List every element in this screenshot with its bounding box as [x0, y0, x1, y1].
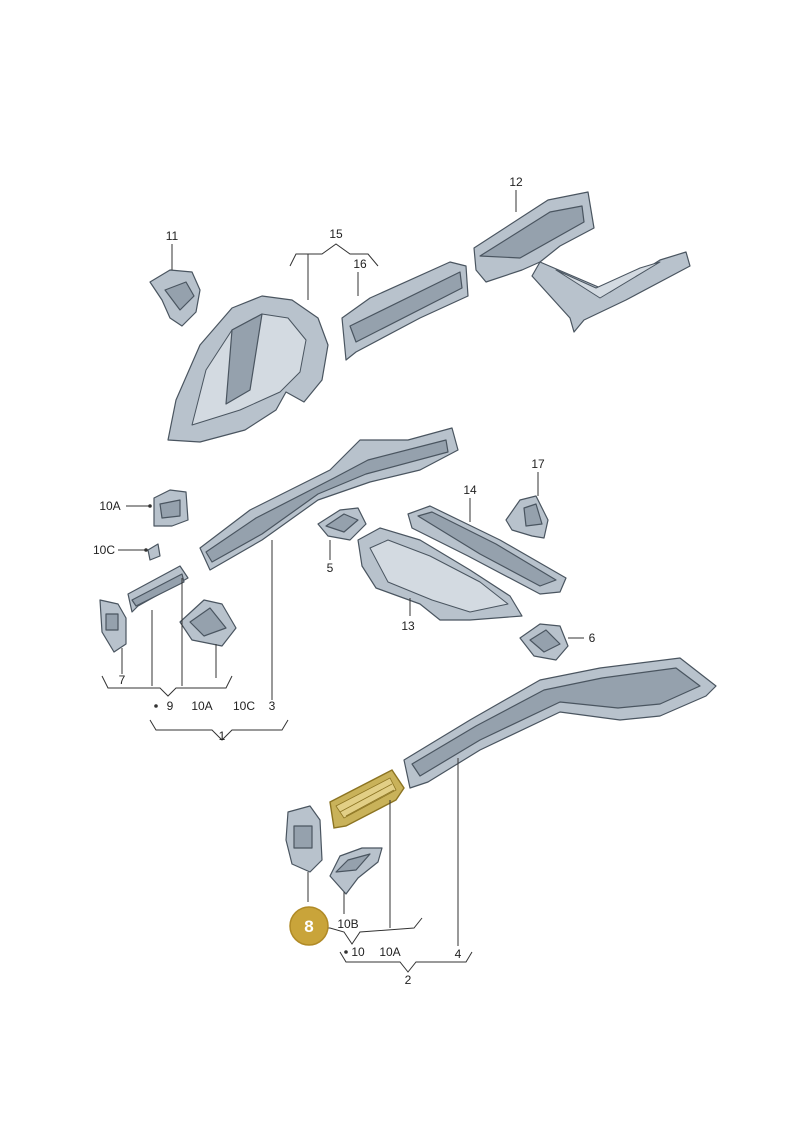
callout-10b[interactable]: 10B — [337, 917, 358, 931]
part-10a-bracket-mid[interactable] — [179, 599, 237, 647]
callout-10a-low[interactable]: 10A — [379, 945, 400, 959]
part-10c-clip-upper[interactable] — [147, 543, 161, 561]
callout-1[interactable]: 1 — [219, 729, 226, 743]
callout-10[interactable]: 10 — [351, 945, 365, 959]
highlight-badge[interactable]: 8 — [289, 906, 329, 946]
part-15-wheel-arch[interactable] — [167, 295, 329, 443]
callout-10c-mid[interactable]: 10C — [233, 699, 255, 713]
part-5-bracket[interactable] — [317, 507, 367, 541]
part-6-bracket[interactable] — [519, 623, 569, 661]
callout-labels: 11 15 16 12 10A 10C 5 14 17 13 6 7 9 10A… — [93, 175, 596, 987]
callout-12[interactable]: 12 — [509, 175, 523, 189]
callout-7[interactable]: 7 — [119, 673, 126, 687]
callout-5[interactable]: 5 — [327, 561, 334, 575]
part-14-cross-member[interactable] — [407, 505, 567, 595]
leader-arrowheads — [144, 504, 348, 954]
part-10a-bracket-upper[interactable] — [153, 489, 189, 527]
callout-4[interactable]: 4 — [455, 947, 462, 961]
callout-10c-top[interactable]: 10C — [93, 543, 115, 557]
leader-lines — [101, 190, 584, 973]
callout-6[interactable]: 6 — [589, 631, 596, 645]
part-4-longitudinal[interactable] — [403, 657, 717, 789]
part-13-floor-section[interactable] — [357, 527, 523, 621]
part-17-bracket[interactable] — [505, 495, 549, 539]
part-16-side-member[interactable] — [341, 261, 469, 361]
callout-17[interactable]: 17 — [531, 457, 545, 471]
part-9-bracket-rail[interactable] — [127, 565, 189, 613]
callout-2[interactable]: 2 — [405, 973, 412, 987]
callout-14[interactable]: 14 — [463, 483, 477, 497]
callout-9[interactable]: 9 — [167, 699, 174, 713]
callout-10a-mid[interactable]: 10A — [191, 699, 212, 713]
callout-11[interactable]: 11 — [166, 229, 179, 243]
callout-10a-top[interactable]: 10A — [99, 499, 120, 513]
part-12-rear-frame[interactable] — [473, 191, 691, 333]
callout-15[interactable]: 15 — [329, 227, 343, 241]
badge-label: 8 — [304, 917, 313, 936]
part-11-wheelhouse-section[interactable] — [149, 269, 201, 327]
part-8-highlighted-member[interactable] — [329, 769, 405, 829]
callout-3[interactable]: 3 — [269, 699, 276, 713]
callout-16[interactable]: 16 — [353, 257, 367, 271]
callout-13[interactable]: 13 — [401, 619, 415, 633]
part-mount-plate-lower[interactable] — [285, 805, 323, 873]
part-10b-bracket[interactable] — [329, 847, 383, 895]
part-3-longitudinal-member[interactable] — [199, 427, 459, 571]
part-7-mount-plate[interactable] — [99, 599, 127, 653]
